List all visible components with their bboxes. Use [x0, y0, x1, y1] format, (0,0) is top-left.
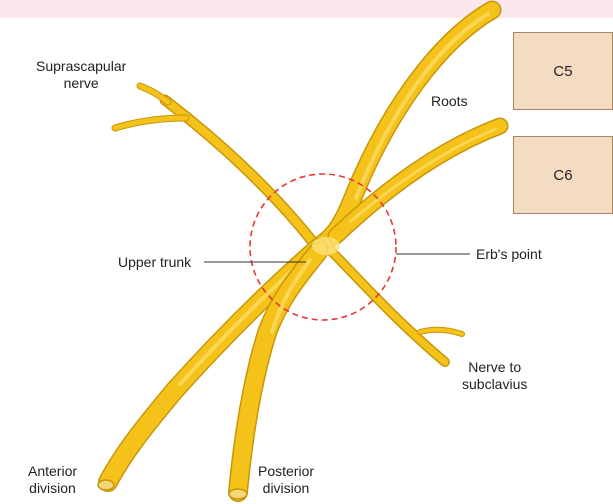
c6-label: C6 — [553, 167, 572, 184]
junction-highlight — [312, 237, 340, 255]
c6-root-box: C6 — [513, 136, 613, 214]
c5-root-box: C5 — [513, 32, 613, 110]
c5-label: C5 — [553, 63, 572, 80]
anterior-division-label: Anterior division — [28, 463, 77, 497]
anterior-cut-end — [98, 480, 114, 490]
posterior-cut-end — [229, 489, 247, 499]
erbs-point-label: Erb's point — [476, 246, 542, 263]
posterior-division-label: Posterior division — [258, 463, 314, 497]
nerve-to-subclavius-label: Nerve to subclavius — [462, 359, 527, 393]
roots-label: Roots — [431, 93, 468, 110]
suprascapular-nerve-label: Suprascapular nerve — [36, 58, 126, 92]
upper-trunk-label: Upper trunk — [118, 254, 191, 271]
